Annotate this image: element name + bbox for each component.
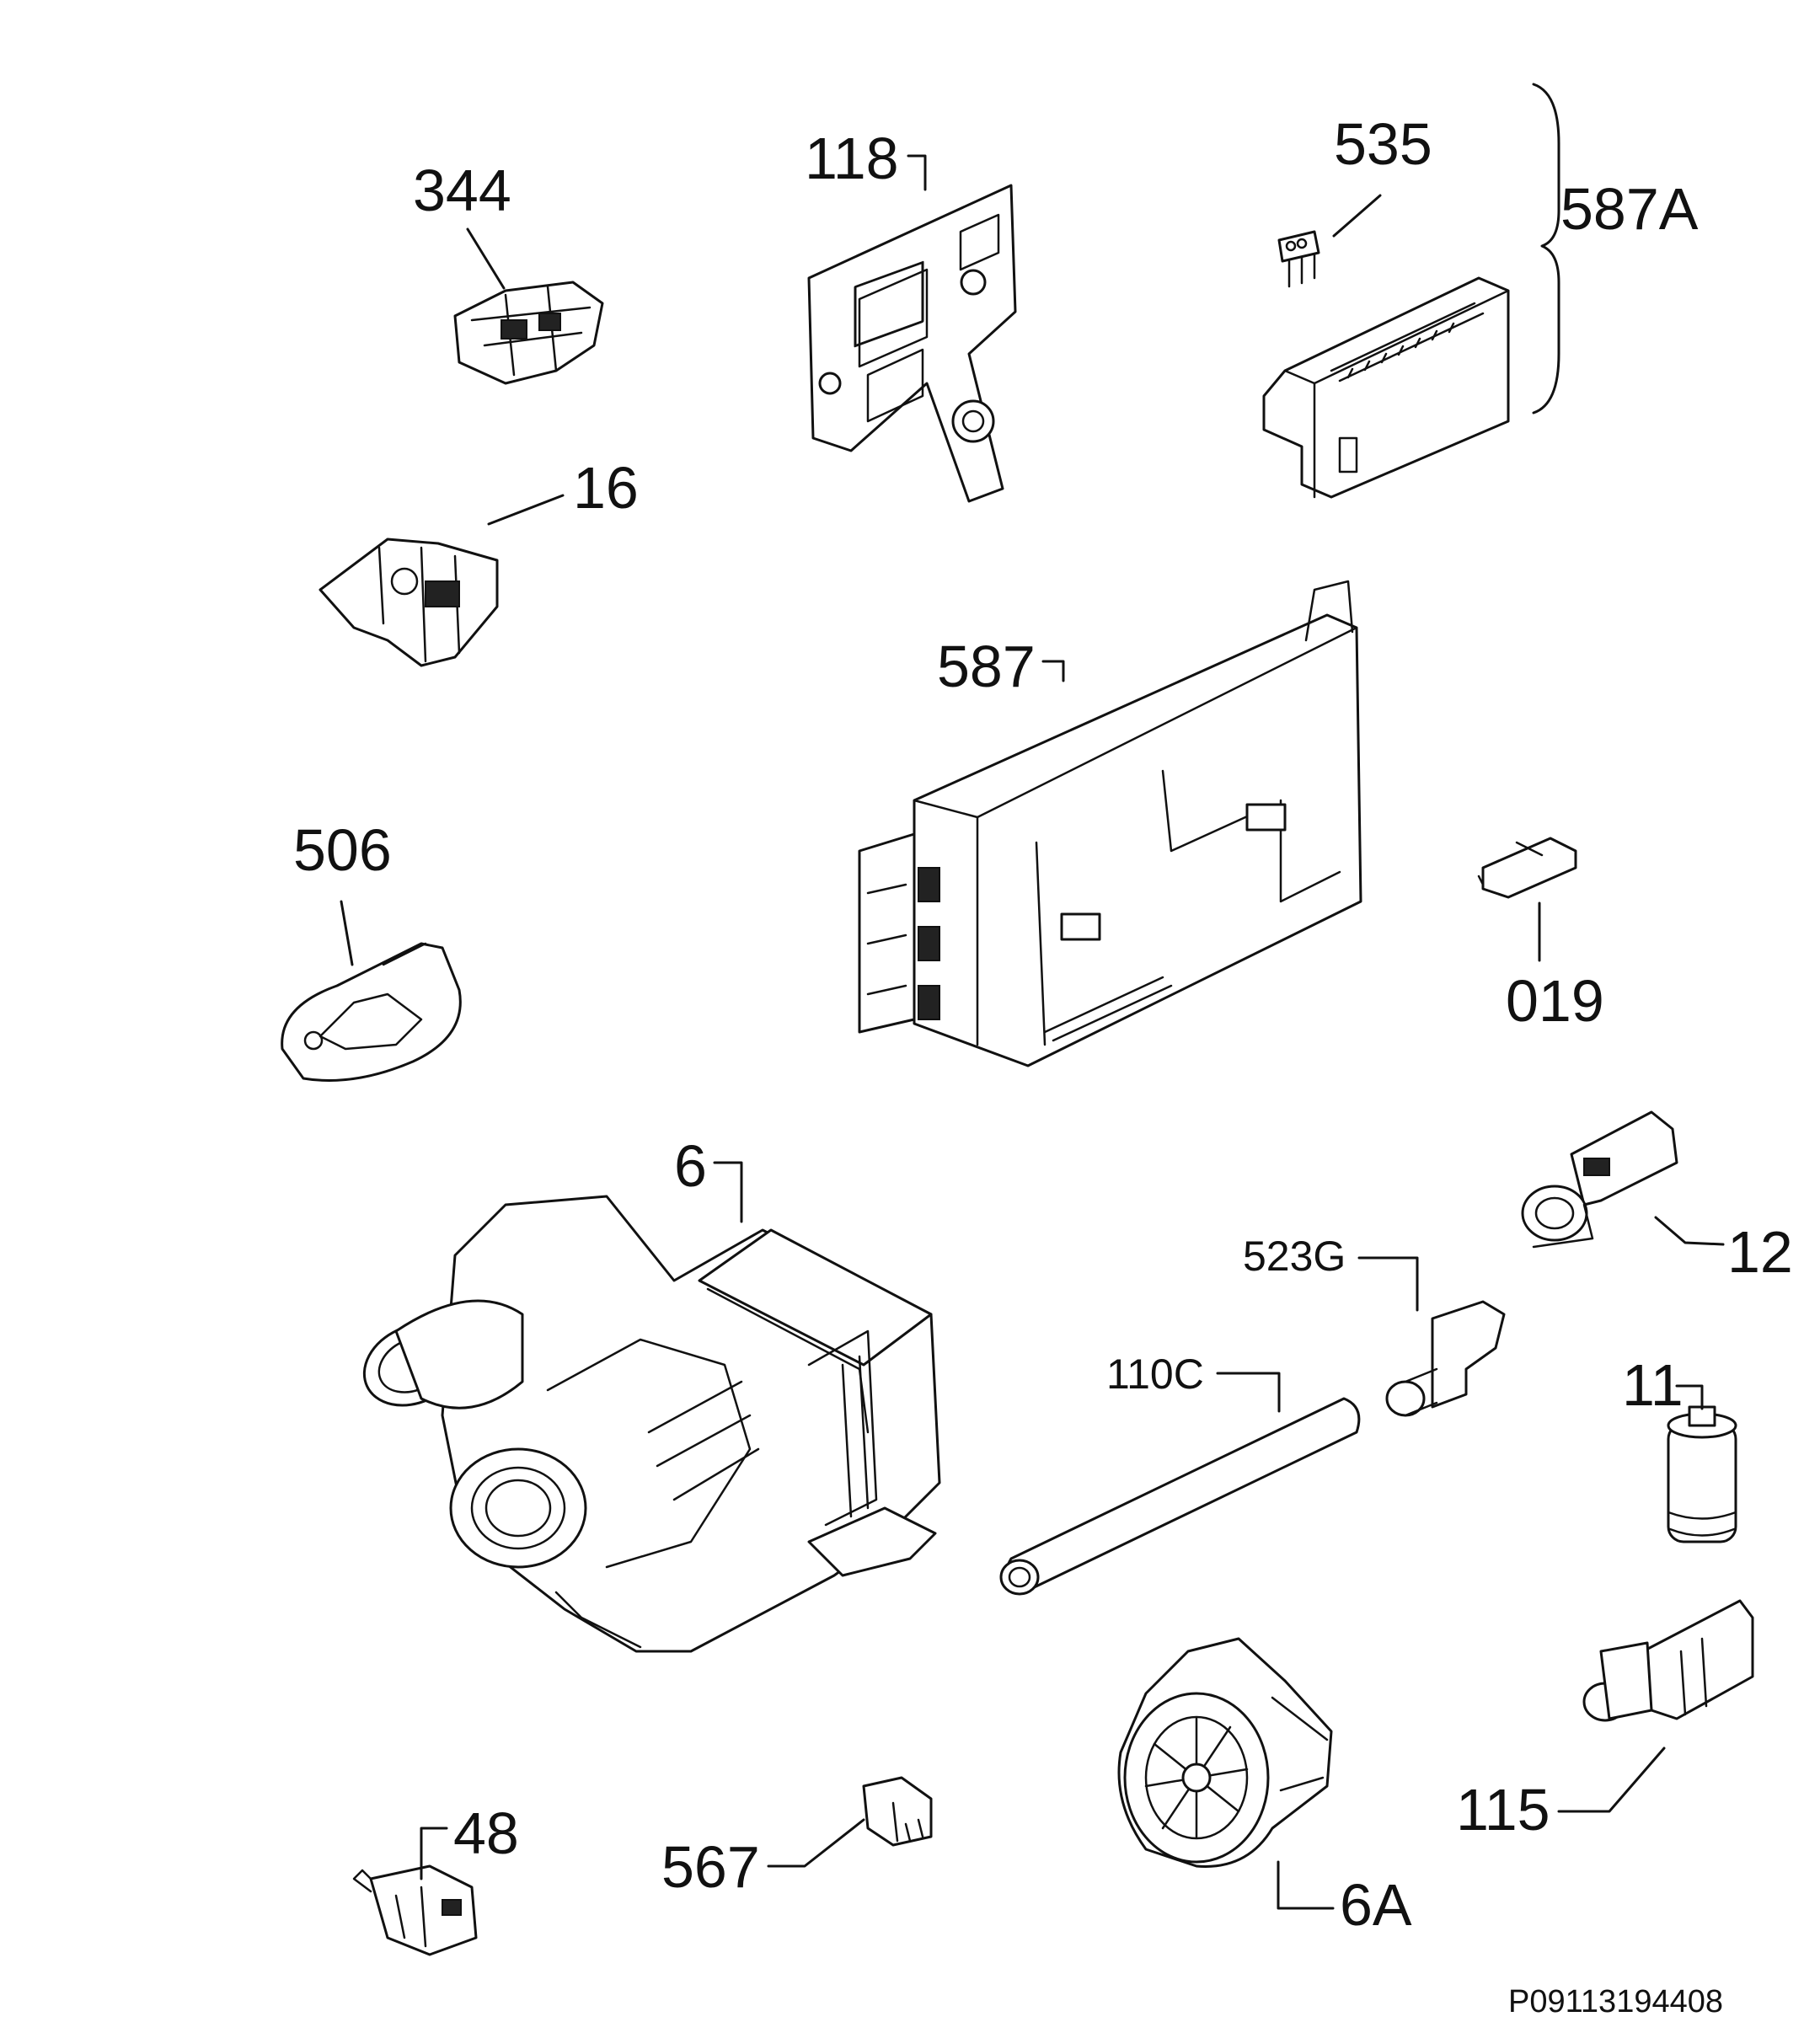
part-6a-drain-pump	[1117, 1637, 1333, 1868]
part-344-latch	[453, 281, 604, 385]
brace-587a	[1532, 83, 1560, 415]
callout-506: 506	[293, 817, 392, 883]
leader-11	[1675, 1384, 1704, 1410]
leader-535	[1332, 194, 1382, 238]
part-118-control-panel	[807, 184, 1017, 503]
callout-587a: 587A	[1560, 176, 1699, 242]
callout-110c: 110C	[1106, 1351, 1204, 1398]
leader-48	[420, 1827, 448, 1880]
part-115-level-sensor	[1582, 1599, 1754, 1722]
part-12-sensor	[1521, 1110, 1678, 1249]
leader-115	[1557, 1747, 1666, 1813]
leader-12	[1654, 1216, 1725, 1246]
part-523g-hose-connector	[1385, 1300, 1506, 1417]
callout-344: 344	[413, 158, 511, 223]
callout-11: 11	[1622, 1352, 1684, 1418]
callout-587: 587	[937, 634, 1036, 699]
part-506-float-switch	[281, 942, 462, 1082]
part-16-door-switch	[318, 538, 499, 667]
leader-16	[487, 494, 565, 526]
callout-48: 48	[453, 1800, 519, 1866]
callout-6: 6	[674, 1133, 707, 1199]
callout-523g: 523G	[1243, 1233, 1346, 1280]
leader-506	[340, 900, 354, 966]
part-587-control-board	[858, 580, 1362, 1067]
reference-code: P09113194408	[1508, 1984, 1723, 2019]
leader-567	[767, 1818, 865, 1868]
part-019-clip	[1477, 837, 1577, 899]
callout-12: 12	[1727, 1219, 1793, 1285]
leader-344	[466, 227, 506, 290]
leader-6a	[1277, 1860, 1335, 1910]
callout-6a: 6A	[1340, 1872, 1412, 1938]
part-535-connector	[1277, 230, 1320, 288]
part-11-capacitor	[1667, 1405, 1737, 1543]
leader-6	[713, 1161, 743, 1223]
callout-16: 16	[573, 455, 639, 521]
part-567-clip	[862, 1776, 933, 1847]
part-6-circulation-pump	[362, 1195, 941, 1653]
part-587a-module	[1262, 276, 1510, 499]
leader-118	[907, 154, 927, 191]
callout-115: 115	[1456, 1777, 1550, 1843]
callout-567: 567	[661, 1834, 760, 1900]
callout-535: 535	[1334, 111, 1432, 177]
leader-587	[1041, 660, 1065, 682]
callout-019: 019	[1506, 968, 1604, 1034]
part-48-sensor	[352, 1864, 478, 1956]
leader-523g	[1357, 1256, 1419, 1312]
part-110c-tube	[999, 1397, 1361, 1596]
callout-118: 118	[805, 126, 899, 191]
leader-110c	[1216, 1372, 1281, 1413]
